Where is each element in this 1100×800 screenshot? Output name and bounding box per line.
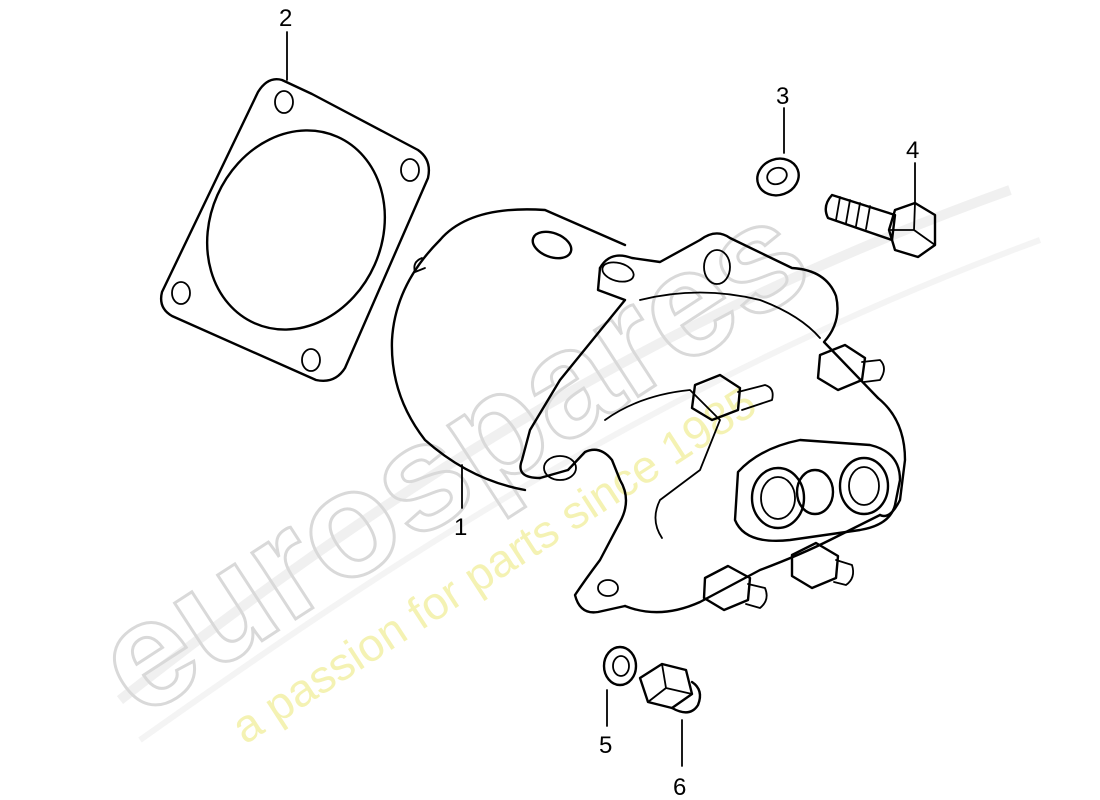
bolt-part-4[interactable] [824,193,937,259]
nut-stud-top-left [690,373,774,422]
callout-1[interactable]: 1 [454,514,467,541]
fuel-pump-part-1[interactable] [390,208,907,614]
nut-stud-bottom-right [790,541,855,590]
washer-part-3[interactable] [752,153,804,201]
gasket-part-2[interactable] [159,78,431,382]
leader-lines [286,31,916,767]
callout-6[interactable]: 6 [673,774,686,800]
nut-stud-top-right [816,343,885,392]
callout-2[interactable]: 2 [279,5,292,32]
callout-5[interactable]: 5 [599,732,612,759]
nut-stud-bottom-left [702,564,768,612]
sealing-ring-part-5[interactable] [602,645,638,687]
callouts: 1 2 3 4 5 6 [279,5,919,800]
callout-3[interactable]: 3 [776,83,789,110]
callout-4[interactable]: 4 [906,137,919,164]
cap-nut-part-6[interactable] [638,662,702,714]
